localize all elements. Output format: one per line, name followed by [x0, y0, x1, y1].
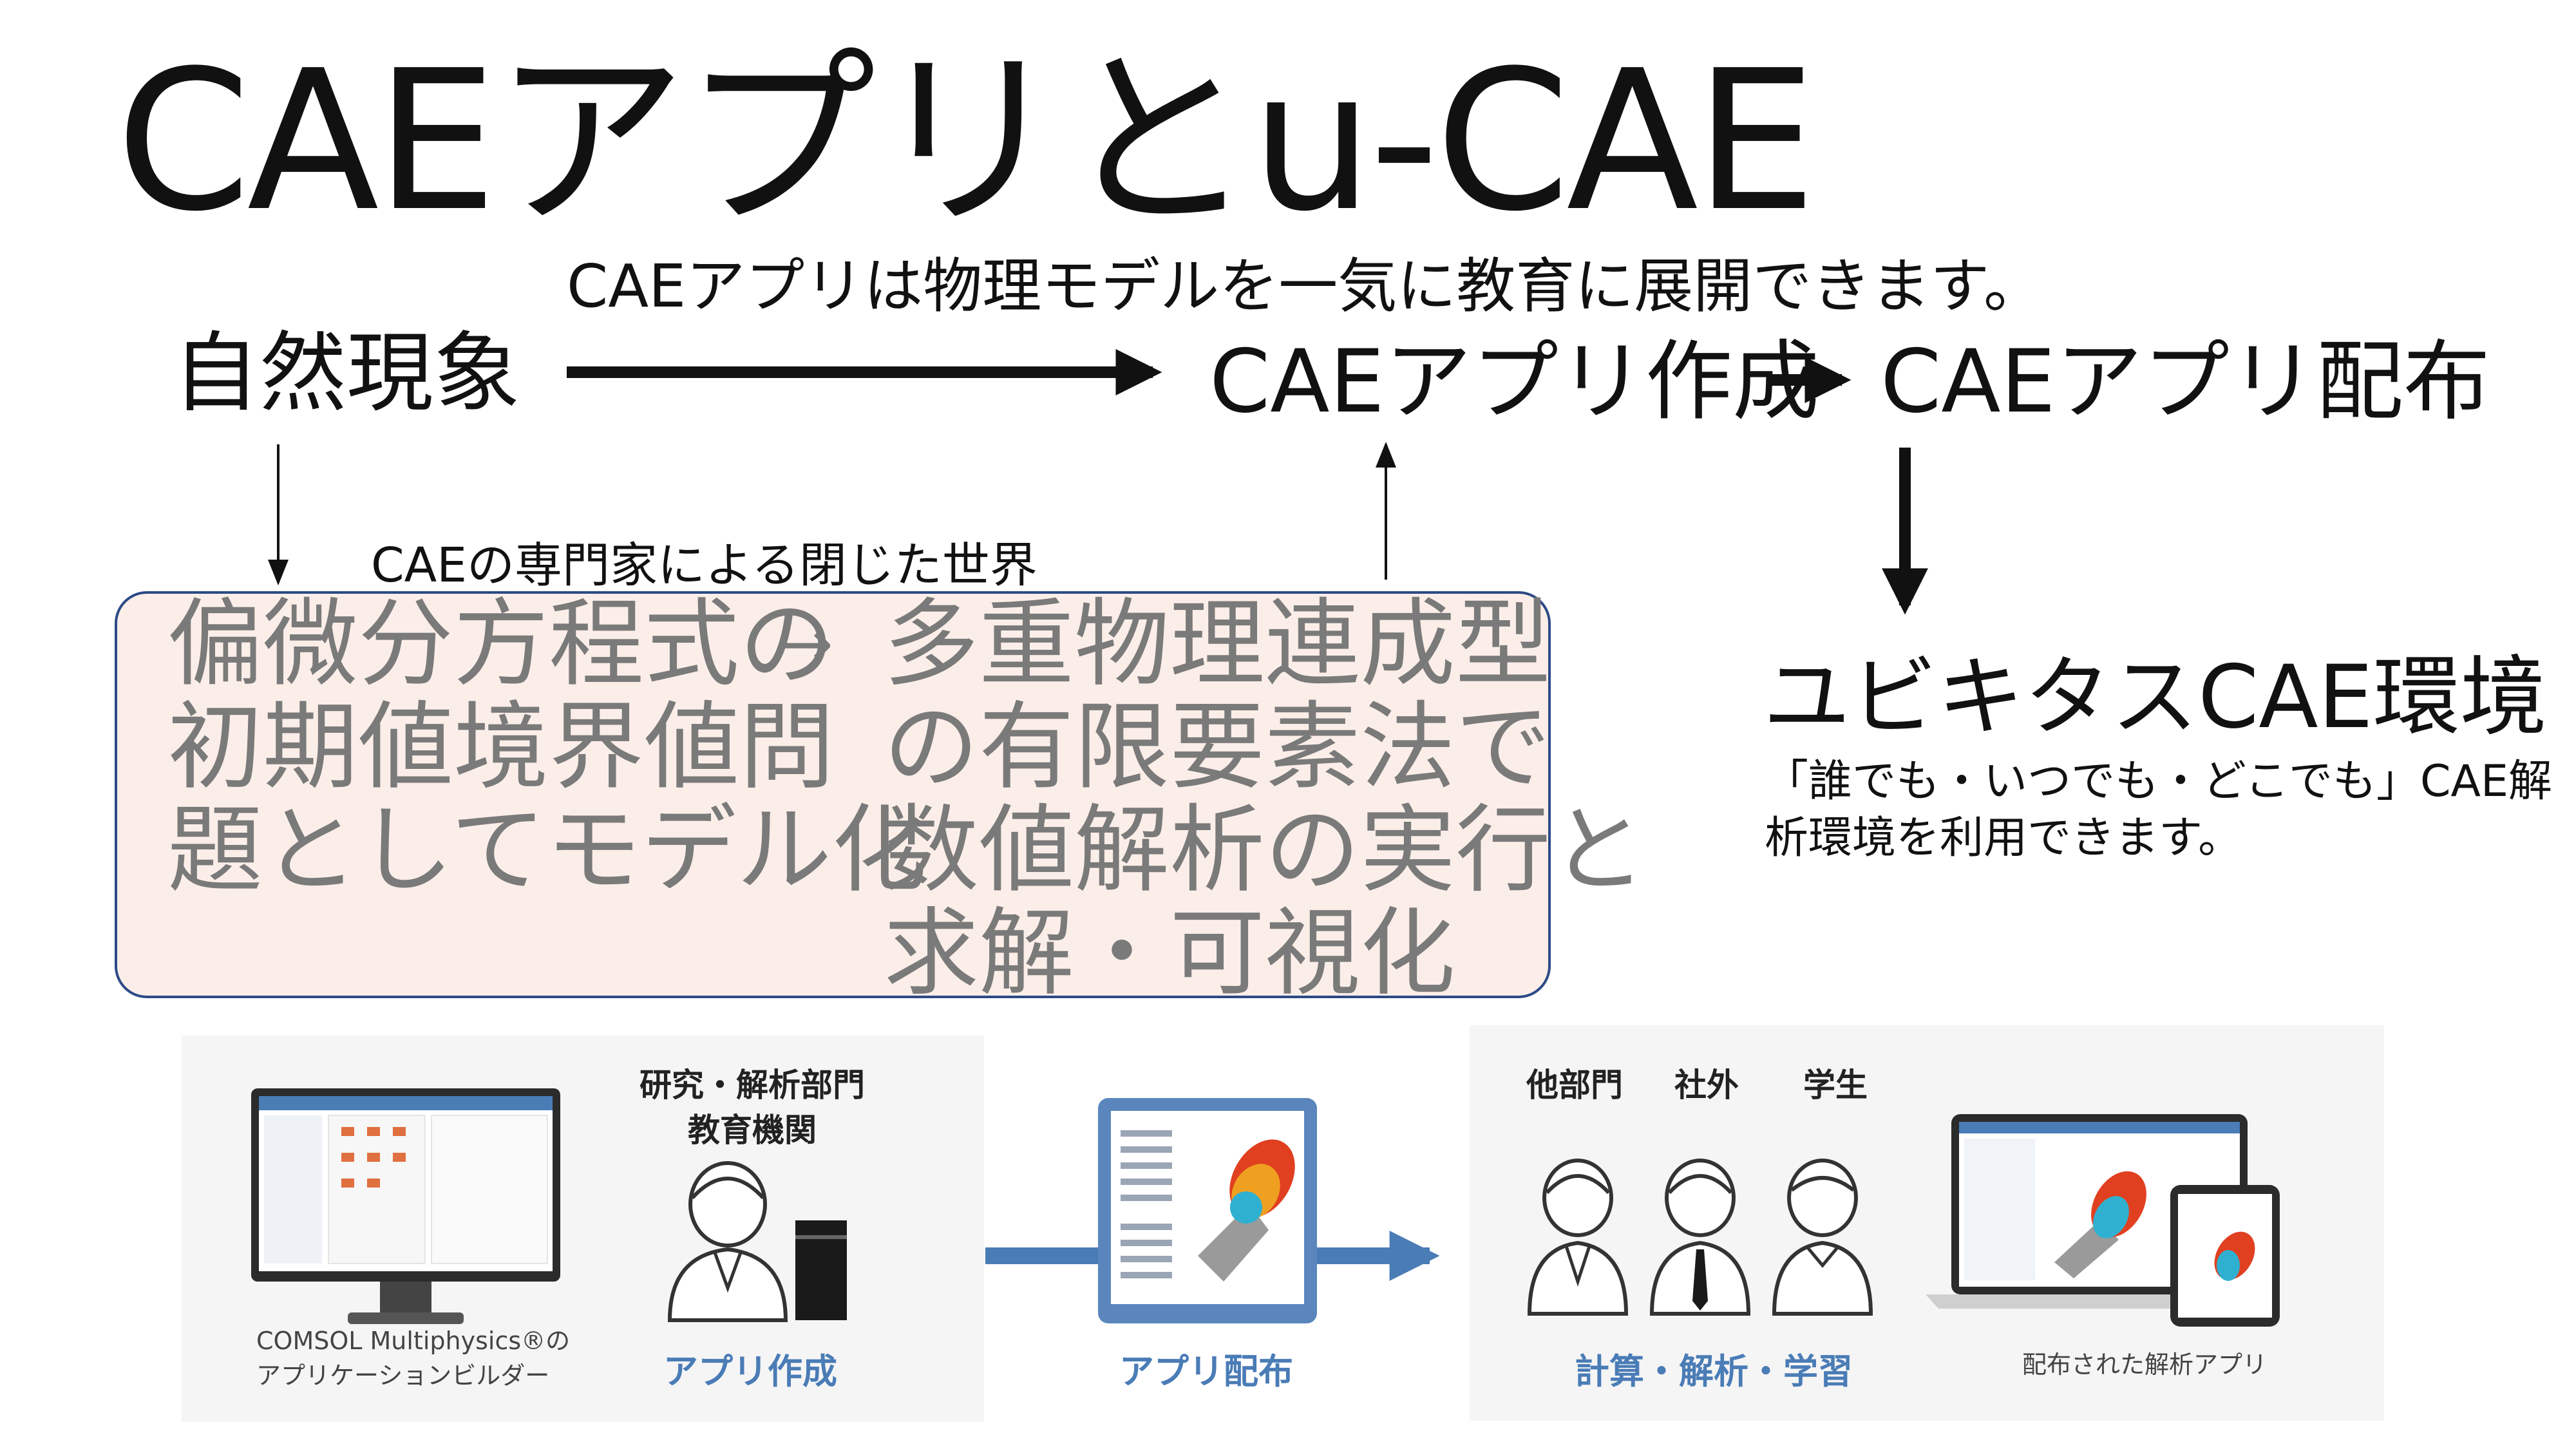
process-right-line: 数値解析の実行と [884, 795, 1646, 905]
org-label-line: 教育機関 [688, 1112, 817, 1149]
process-right-line: 求解・可視化 [884, 898, 1455, 1009]
users-icons [1527, 1159, 1873, 1316]
user-person-icon-3 [1772, 1159, 1873, 1316]
app-document-icon [1098, 1098, 1317, 1323]
builder-caption-line: アプリケーションビルダー [256, 1361, 550, 1390]
builder-caption: COMSOL Multiphysics®の アプリケーションビルダー [256, 1323, 571, 1393]
devices-illustration [1926, 1114, 2280, 1327]
process-left-line: 題としてモデル化 [167, 795, 927, 905]
process-left-text: 偏微分方程式の 初期値境界値問 題としてモデル化 [167, 592, 927, 902]
node-nature: 自然現象 [173, 323, 520, 424]
user-person-icon-1 [1527, 1159, 1629, 1316]
activities-label: 計算・解析・学習 [1575, 1351, 1853, 1392]
ubiquitous-description: 「誰でも・いつでも・どこでも」CAE解 析環境を利用できます。 [1765, 753, 2552, 867]
node-distribute-app: CAEアプリ配布 [1880, 331, 2490, 432]
node-create-app: CAEアプリ作成 [1209, 331, 1819, 432]
distribute-label: アプリ配布 [1119, 1351, 1293, 1392]
process-right-line: 多重物理連成型 [884, 589, 1551, 699]
create-label: アプリ作成 [663, 1351, 837, 1392]
process-right-text: 多重物理連成型 の有限要素法で 数値解析の実行と 求解・可視化 [884, 592, 1646, 1005]
org-label: 研究・解析部門 教育機関 [630, 1063, 875, 1153]
ubiquitous-desc-line: 析環境を利用できます。 [1765, 813, 2242, 864]
monitor-illustration [251, 1088, 560, 1324]
process-left-line: 初期値境界値問 [167, 692, 835, 802]
process-arrow: → [779, 606, 833, 681]
node-ubiquitous-cae: ユビキタスCAE環境 [1763, 647, 2547, 748]
process-left-line: 偏微分方程式の [167, 589, 835, 699]
page-title: CAEアプリとu-CAE [116, 29, 1817, 254]
user-label-other-dept: 他部門 [1526, 1066, 1623, 1104]
subtitle: CAEアプリは物理モデルを一気に教育に展開できます。 [567, 252, 2043, 321]
distributed-app-caption: 配布された解析アプリ [2022, 1350, 2268, 1379]
process-right-line: の有限要素法で [884, 692, 1551, 802]
process-box [115, 591, 1551, 998]
user-label-external: 社外 [1674, 1066, 1739, 1104]
org-label-line: 研究・解析部門 [639, 1066, 865, 1104]
user-label-student: 学生 [1803, 1066, 1868, 1104]
expert-caption: CAEの専門家による閉じた世界 [371, 538, 1037, 593]
user-person-icon-2 [1649, 1159, 1751, 1316]
developer-person-icon [667, 1161, 847, 1322]
builder-caption-line: COMSOL Multiphysics®の [256, 1327, 571, 1355]
ubiquitous-desc-line: 「誰でも・いつでも・どこでも」CAE解 [1765, 756, 2552, 807]
